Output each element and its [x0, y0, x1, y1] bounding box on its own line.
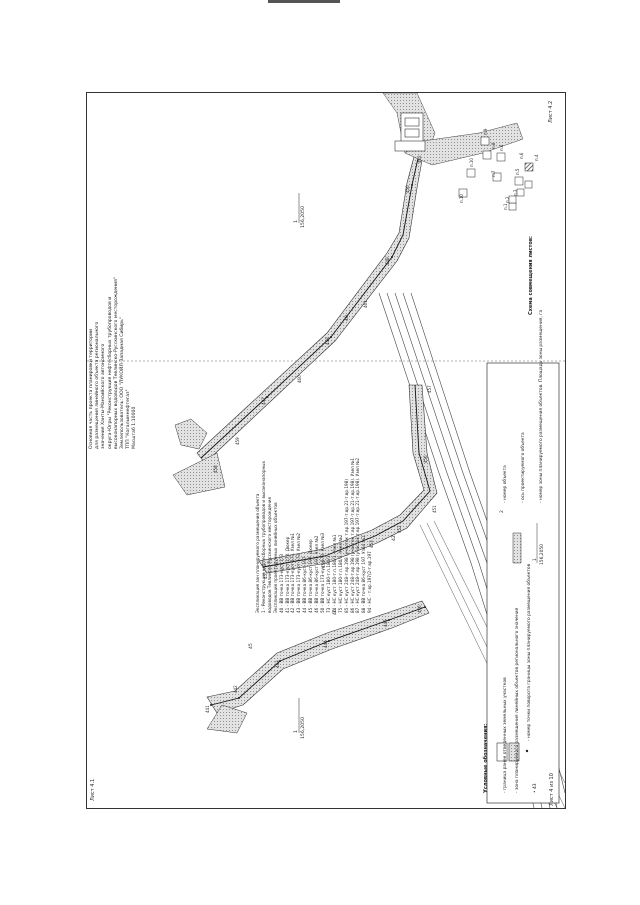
point-label: 457: [427, 385, 432, 393]
point-label: 451: [432, 505, 437, 513]
legend-swatch-boundary: [496, 742, 508, 762]
zone-number-right-top: 1: [294, 220, 299, 223]
object-label: 45: [249, 643, 254, 649]
turn-points: [210, 184, 426, 706]
axis-left: [210, 606, 426, 706]
legend-title: Условные обозначения:: [483, 723, 489, 793]
legend-object-symbol: 2: [500, 510, 505, 513]
point-label: 443: [275, 660, 280, 668]
object-label: 46: [333, 609, 338, 615]
scheme-sheet-label: п.1: [503, 203, 508, 210]
point-label: 454: [321, 560, 326, 568]
scheme-sheet-label: п.8: [491, 142, 496, 149]
scheme-sheet-label: п.10: [469, 158, 474, 167]
legend-zone-number-top: 1: [533, 558, 538, 561]
legend-item-boundary: - граница ранее отведенных земельных уча…: [503, 677, 508, 793]
scheme-sheet-label: п.2: [505, 196, 510, 203]
sheet-label-left: Лист 4.1: [90, 778, 96, 801]
scheme-sheet-label: п.6: [499, 144, 504, 151]
zone-number-left-bottom: 156,2050: [301, 717, 306, 739]
scheme-sheet-label: п.3: [513, 189, 518, 196]
legend-frame: [486, 362, 560, 804]
planned-zone-right: [258, 384, 438, 574]
planned-zone-left: [206, 600, 430, 714]
existing-parcel-left: [206, 704, 248, 734]
scheme-sheet-label: п.6: [519, 152, 524, 159]
point-label: 458: [213, 465, 218, 473]
sheet-scheme-grid: [458, 136, 534, 211]
legend-swatch-axis-zone: [512, 532, 522, 564]
point-label: 462: [417, 155, 422, 163]
axis-right-main: [262, 384, 431, 568]
point-label: 455: [263, 571, 268, 579]
point-label: 452: [397, 525, 402, 533]
zone-number-right-bottom: 156,2050: [301, 206, 306, 228]
point-label: 445: [383, 619, 388, 627]
point-label: 442: [233, 685, 238, 693]
scheme-sheet-label: п.5: [515, 168, 520, 175]
map-sheet: Лист 4.1 Лист 4.2 Лист 4 из 10 Основная …: [86, 92, 566, 809]
axis-long: [200, 153, 420, 459]
scheme-sheet-label: п.4: [534, 154, 539, 161]
legend-item-point: - номер точки поворота границы зоны план…: [527, 563, 532, 741]
scheme-sheet-label: п.7: [491, 170, 496, 177]
zone-number-left-top: 1: [294, 730, 299, 733]
sheet-label-right: Лист 4.2: [548, 100, 554, 123]
explication-line: 85 - НС куст 248-т.вр.198 (участок т.вр.…: [343, 478, 349, 613]
point-label: 447: [261, 397, 266, 405]
scheme-title: Схема совмещения листов:: [528, 236, 534, 315]
map-drawing: [87, 93, 565, 808]
settlement-area: [174, 418, 208, 450]
explication-line: 94 - НС - т.вр.197/2-т.вр.197: [367, 551, 373, 613]
point-label: 453: [369, 540, 374, 548]
point-label: 448: [325, 337, 330, 345]
legend-item-axis: - ось проектируемого объекта: [521, 432, 526, 503]
scheme-sheet-label: п.9: [483, 128, 488, 135]
legend-point-symbol: • 43: [533, 783, 538, 793]
point-label: 460: [297, 375, 302, 383]
legend-item-object-number: - номер объекта: [503, 465, 508, 503]
explication-line: 1 - Реконструкция нефтесборных трубопров…: [260, 461, 266, 613]
point-label: 446: [417, 605, 422, 613]
point-label: 450: [405, 185, 410, 193]
legend-item-zone: - зона планируемого размещения линейных …: [515, 607, 520, 793]
top-edge-mark: [268, 0, 340, 3]
object-label: 42: [392, 535, 397, 541]
point-label: 444: [323, 640, 328, 648]
explication-block: Экспликация зон планируемого размещения …: [255, 458, 373, 613]
title-block: Основная часть проекта планировки террит…: [89, 277, 139, 449]
planned-zone-long: [196, 152, 424, 464]
settlement-area-2: [172, 452, 226, 496]
sheet-total-label: Лист 4 из 10: [549, 773, 555, 806]
legend-swatch-zone: [508, 742, 520, 762]
point-label: 449: [385, 257, 390, 265]
scheme-sheet-label: п.10: [459, 194, 464, 203]
title-line: округа-Югры "Реконструкция нефтесборных …: [107, 296, 113, 449]
point-label: 441: [205, 705, 210, 713]
industrial-site: [394, 112, 426, 152]
legend-zone-number-bottom: 156,2050: [540, 544, 545, 565]
point-label: 461: [363, 300, 368, 308]
legend-swatch-point: [525, 749, 529, 753]
object-label: 40: [345, 315, 350, 321]
corridor-right: [404, 122, 524, 166]
legend-item-zone-number: - номер зоны планируемого размещения объ…: [539, 309, 544, 503]
point-label: 456: [423, 455, 428, 463]
point-label: 459: [235, 437, 240, 445]
title-line: Масштаб 1:10000: [132, 406, 138, 449]
